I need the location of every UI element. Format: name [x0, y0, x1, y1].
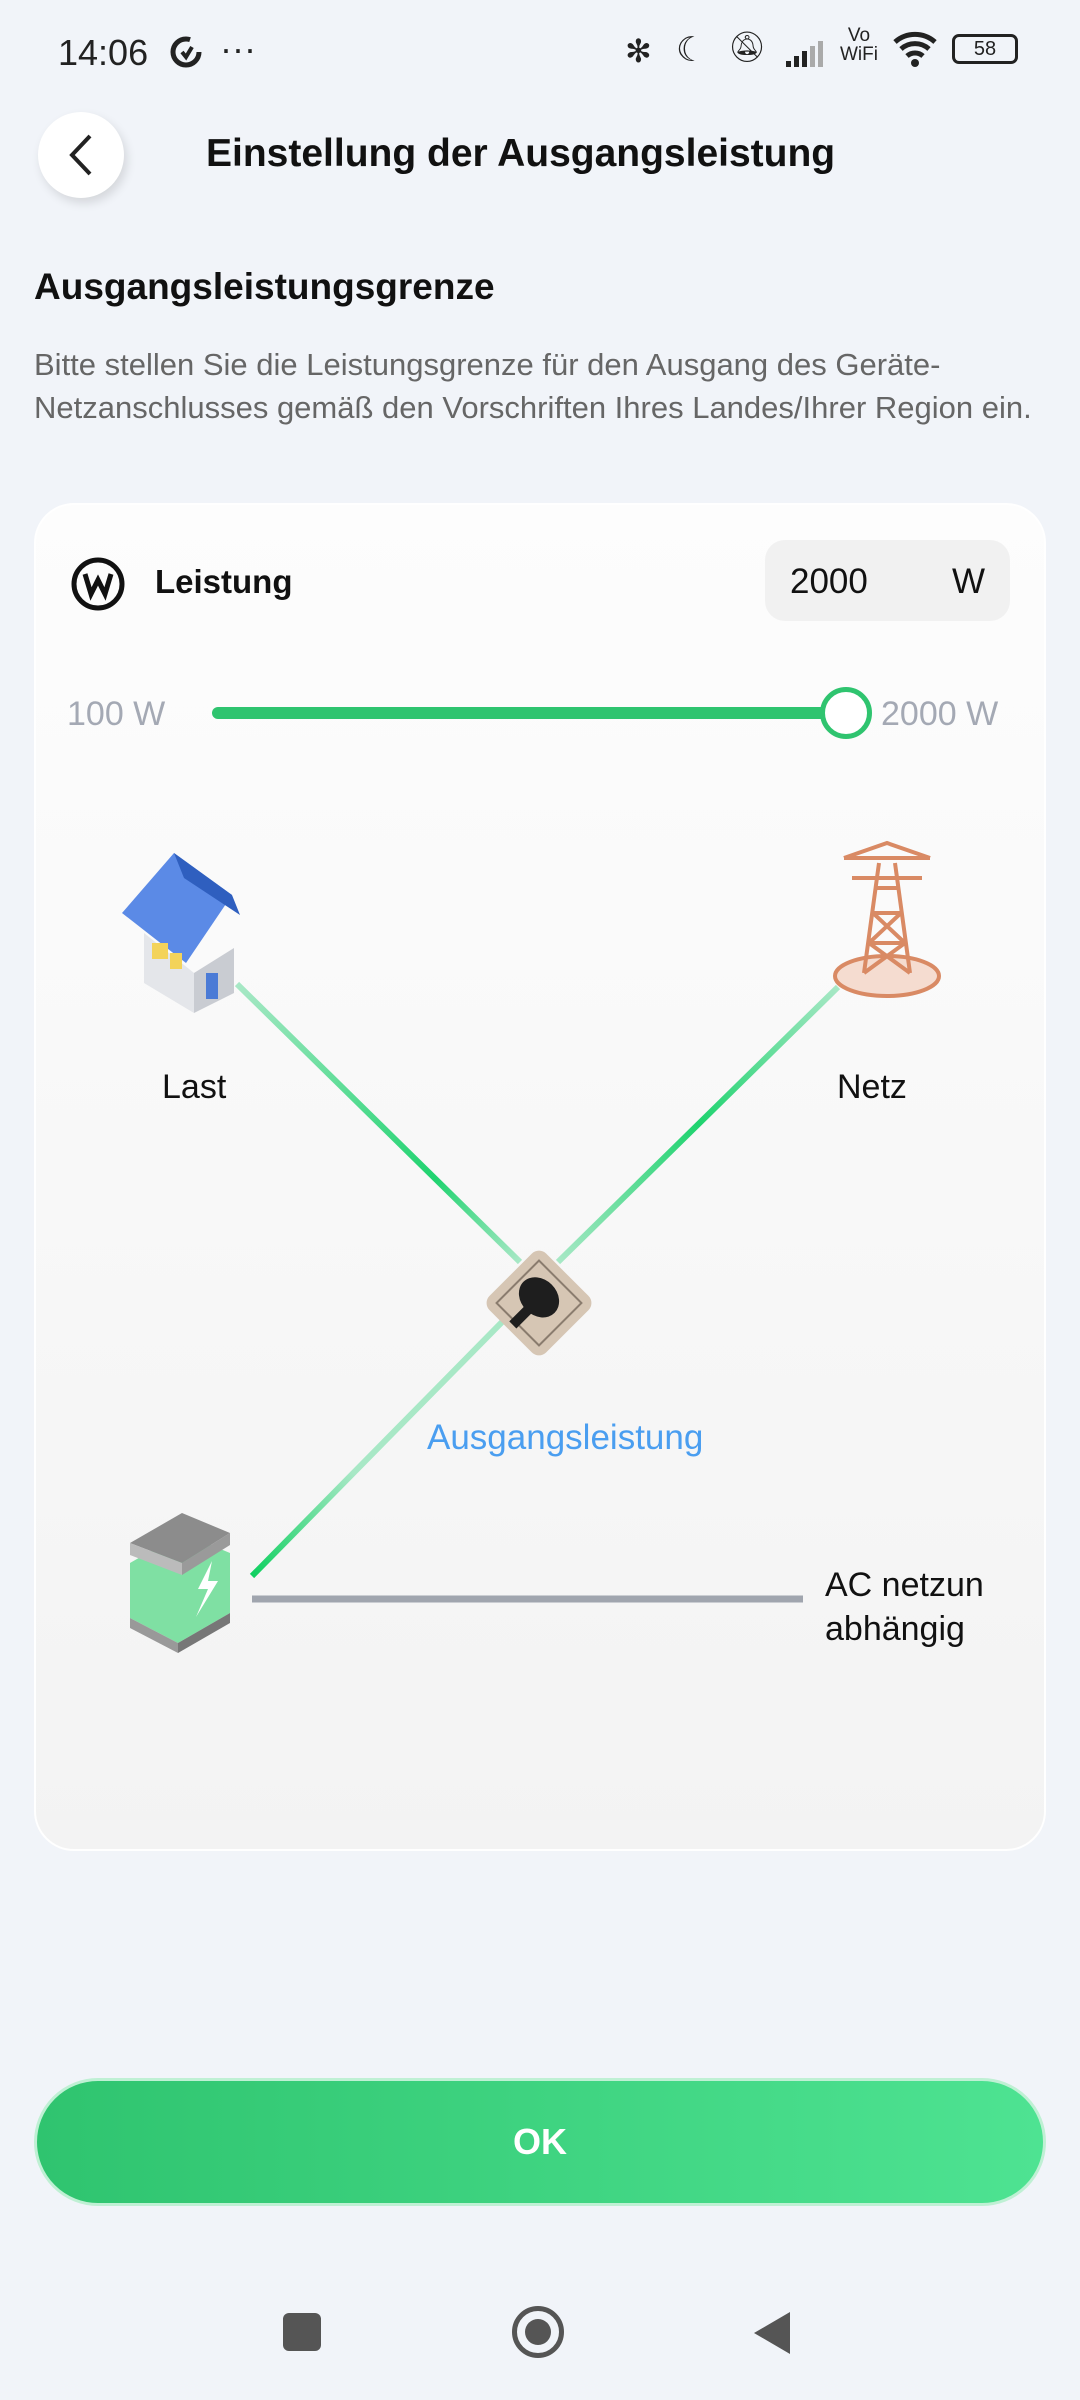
section-title: Ausgangsleistungsgrenze — [34, 266, 495, 307]
nav-home-button[interactable] — [512, 2306, 564, 2358]
vowifi-bottom: WiFi — [840, 44, 878, 65]
section-description: Bitte stellen Sie die Leistungsgrenze fü… — [34, 347, 1032, 425]
mute-icon: 🔕︎ — [728, 31, 767, 64]
grid-label: Netz — [837, 1068, 907, 1106]
house-icon — [122, 853, 240, 1013]
load-label: Last — [162, 1068, 227, 1106]
battery-flow-line — [249, 1316, 508, 1579]
back-button[interactable] — [38, 112, 124, 198]
vowifi-top: Vo — [847, 25, 871, 46]
slider-min-label: 100 W — [67, 695, 166, 733]
page-title: Einstellung der Ausgangsleistung — [206, 132, 836, 175]
ac-label: AC netzun abhängig — [825, 1563, 984, 1651]
load-flow-line — [234, 981, 523, 1265]
socket-icon — [486, 1250, 592, 1356]
energy-flow-diagram — [122, 840, 941, 1653]
grid-flow-line — [555, 984, 841, 1265]
power-slider-track[interactable] — [212, 707, 846, 719]
power-unit: W — [951, 562, 985, 601]
home-dot-icon — [525, 2319, 551, 2345]
output-label: Ausgangsleistung — [427, 1418, 704, 1457]
nav-recents-button[interactable] — [283, 2313, 321, 2351]
sync-icon — [168, 30, 204, 79]
power-label: Leistung — [155, 563, 293, 600]
ac-label-line1: AC netzun — [825, 1566, 984, 1604]
more-icon: ··· — [220, 28, 256, 69]
signal-icon — [784, 36, 824, 78]
nav-back-button[interactable] — [752, 2310, 792, 2356]
moon-icon: ☾ — [676, 31, 707, 69]
wifi-icon — [893, 30, 937, 77]
chevron-left-icon — [69, 134, 92, 176]
power-slider-thumb[interactable] — [820, 687, 872, 739]
ok-button[interactable]: OK — [34, 2078, 1046, 2206]
power-input[interactable]: 2000 W — [765, 540, 1010, 621]
watt-icon — [71, 557, 125, 611]
ac-label-line2: abhängig — [825, 1610, 965, 1648]
bluetooth-icon: ✻ — [625, 33, 652, 69]
slider-max-label: 2000 W — [881, 695, 999, 733]
power-tower-icon — [833, 840, 941, 998]
battery-icon — [130, 1513, 230, 1653]
clock: 14:06 — [58, 32, 149, 73]
battery-indicator: 58 — [952, 34, 1018, 64]
power-value[interactable]: 2000 — [790, 562, 868, 601]
